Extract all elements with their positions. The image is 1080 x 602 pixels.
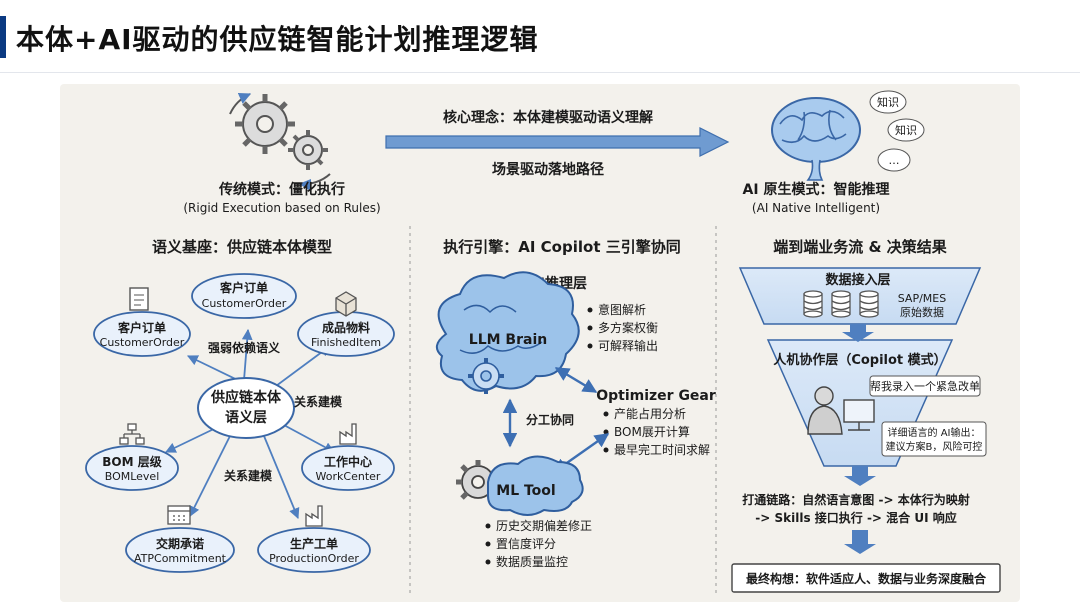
node-label-en: ProductionOrder (269, 552, 359, 565)
ontology-center-line1: 供应链本体 (210, 389, 282, 406)
data-source-line1: SAP/MES (898, 292, 946, 305)
node-bom-level: BOM 层级 BOMLevel (85, 445, 179, 491)
transition-arrow (385, 127, 730, 157)
optimizer-point-2: BOM展开计算 (614, 424, 690, 439)
node-label-en: CustomerOrder (202, 297, 287, 310)
knowledge-bubble-1: 知识 (877, 95, 899, 109)
hierarchy-icon (119, 423, 145, 445)
node-label-zh: 客户订单 (219, 280, 268, 295)
gears-icon (229, 92, 331, 191)
scenario-path-label: 场景驱动落地路径 (492, 161, 604, 178)
traditional-mode-subtitle: (Rigid Execution based on Rules) (183, 201, 380, 215)
link-line2: -> Skills 接口执行 -> 混合 UI 响应 (755, 510, 956, 525)
ml-point-1: 历史交期偏差修正 (496, 518, 592, 533)
down-arrow-3 (844, 530, 876, 554)
llm-point-3: 可解释输出 (598, 338, 658, 353)
edge-label-relation-2: 关系建模 (224, 468, 273, 483)
node-customer-order-left: 客户订单 CustomerOrder (93, 311, 191, 357)
optimizer-gear-label: Optimizer Gear (596, 388, 716, 404)
diagram-panel: 传统模式：僵化执行 (Rigid Execution based on Rule… (60, 84, 1020, 602)
traditional-mode-title: 传统模式：僵化执行 (218, 181, 345, 198)
chat-bubble-user (869, 375, 981, 397)
factory-icon (305, 505, 323, 527)
ml-tool-icon (456, 455, 584, 516)
page-title: 本体+AI驱动的供应链智能计划推理逻辑 (16, 23, 539, 56)
ml-point-3: 数据质量监控 (496, 554, 568, 569)
optimizer-point-1: 产能占用分析 (614, 406, 686, 421)
node-finished-item: 成品物料 FinishedItem (297, 311, 395, 357)
node-label-zh: 工作中心 (324, 454, 372, 469)
section-title-engine: 执行引擎：AI Copilot 三引擎协同 (443, 238, 680, 256)
node-label-zh: 交期承诺 (156, 536, 204, 551)
node-label-en: WorkCenter (316, 470, 381, 483)
ontology-center: 供应链本体 语义层 (197, 377, 295, 439)
node-atp-commitment: 交期承诺 ATPCommitment (125, 527, 235, 573)
chat-bubble-ai (881, 421, 987, 457)
node-label-en: FinishedItem (311, 336, 381, 349)
diagram-canvas: 传统模式：僵化执行 (Rigid Execution based on Rule… (85, 90, 1001, 596)
down-arrow-1 (842, 324, 874, 342)
brain-icon (771, 97, 861, 181)
llm-point-2: 多方案权衡 (598, 320, 658, 335)
document-icon (129, 287, 149, 311)
ml-points: 历史交期偏差修正 置信度评分 数据质量监控 (485, 518, 592, 569)
chat-user-text: 帮我录入一个紧急改单 (870, 379, 980, 393)
ml-tool-label: ML Tool (496, 483, 555, 499)
final-vision-text: 最终构想：软件适应人、数据与业务深度融合 (746, 571, 987, 586)
node-label-en: ATPCommitment (134, 552, 227, 565)
factory-icon (339, 423, 357, 445)
llm-point-1: 意图解析 (598, 302, 646, 317)
chat-ai-line1: 详细语言的 AI输出： (888, 426, 981, 439)
llm-points: 意图解析 多方案权衡 可解释输出 (587, 302, 658, 353)
node-work-center: 工作中心 WorkCenter (301, 445, 395, 491)
node-production-order: 生产工单 ProductionOrder (257, 527, 371, 573)
node-label-zh: 生产工单 (290, 536, 338, 551)
final-vision-box (731, 563, 1001, 593)
box-icon (335, 291, 357, 317)
edge-label-relation-1: 关系建模 (294, 394, 343, 409)
database-icons (803, 290, 879, 318)
knowledge-bubble-2: 知识 (895, 123, 917, 137)
optimizer-point-3: 最早完工时间求解 (614, 442, 710, 457)
section-title-ontology: 语义基座：供应链本体模型 (152, 238, 332, 256)
data-layer-label: 数据接入层 (825, 272, 890, 288)
ai-native-mode-title: AI 原生模式：智能推理 (743, 181, 890, 198)
human-ai-layer-label: 人机协作层（Copilot 模式） (773, 352, 946, 368)
optimizer-points: 产能占用分析 BOM展开计算 最早完工时间求解 (603, 406, 710, 457)
chat-ai-line2: 建议方案B，风险可控 (886, 440, 983, 453)
ml-point-2: 置信度评分 (496, 536, 556, 551)
node-label-zh: 成品物料 (322, 320, 370, 335)
edge-label-dependency: 强弱依赖语义 (208, 340, 281, 355)
ai-native-mode-subtitle: (AI Native Intelligent) (752, 201, 880, 215)
node-label-zh: BOM 层级 (102, 454, 161, 469)
knowledge-bubbles: 知识 知识 … (869, 90, 925, 172)
collab-label: 分工协同 (526, 412, 574, 427)
llm-brain-icon (435, 271, 580, 394)
node-label-en: BOMLevel (105, 470, 160, 483)
knowledge-bubble-3: … (889, 154, 900, 167)
link-line1: 打通链路：自然语言意图 -> 本体行为映射 (742, 492, 969, 507)
down-arrow-2 (844, 466, 876, 486)
calendar-icon (167, 505, 191, 525)
title-bar: 本体+AI驱动的供应链智能计划推理逻辑 (0, 0, 1080, 73)
section-title-flow: 端到端业务流 & 决策结果 (773, 238, 948, 256)
core-concept-label: 核心理念：本体建模驱动语义理解 (443, 109, 653, 126)
ontology-center-line2: 语义层 (225, 409, 267, 426)
node-customer-order-top: 客户订单 CustomerOrder (191, 273, 297, 319)
llm-brain-label: LLM Brain (469, 332, 547, 348)
node-label-en: CustomerOrder (100, 336, 185, 349)
data-source-line2: 原始数据 (900, 305, 944, 319)
node-label-zh: 客户订单 (117, 320, 166, 335)
person-at-computer-icon (807, 386, 875, 435)
title-accent-bar (0, 16, 6, 58)
